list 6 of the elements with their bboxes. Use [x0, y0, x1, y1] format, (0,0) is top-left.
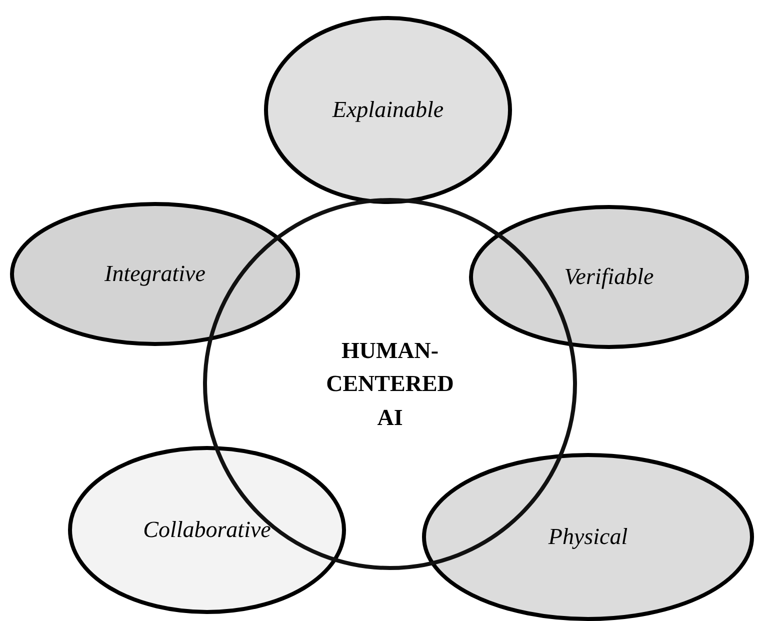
oval-label: Physical — [548, 524, 628, 550]
oval-label: Integrative — [104, 261, 206, 287]
oval-label: Verifiable — [564, 264, 654, 290]
oval-label: Explainable — [332, 97, 444, 123]
oval-label: Collaborative — [143, 517, 271, 543]
center-title: HUMAN-CENTERED AI — [325, 336, 455, 432]
